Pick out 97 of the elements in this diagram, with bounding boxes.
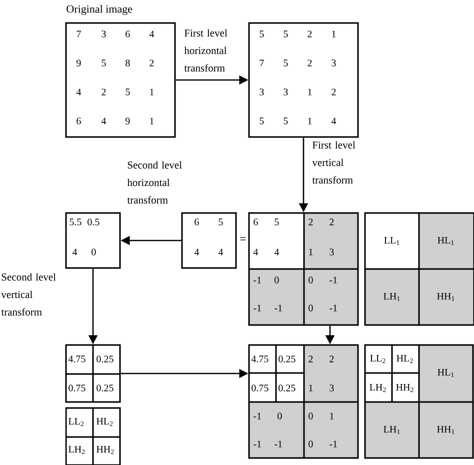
matrix-value: LL$_{2}$ xyxy=(68,418,84,426)
matrix-value: 0.25 xyxy=(278,384,296,392)
matrix-value: 4 xyxy=(218,248,224,256)
matrix-value: -1 xyxy=(254,304,261,312)
matrix-value: 7 xyxy=(76,30,81,38)
matrix-value: 1 xyxy=(308,88,312,96)
matrix-value: 3 xyxy=(284,88,288,96)
matrix-value: 5 xyxy=(284,60,288,66)
matrix-value: 5 xyxy=(102,60,106,66)
matrix-value: 6 xyxy=(254,218,258,226)
matrix-value: HL$_{2}$ xyxy=(96,418,113,426)
matrix-value: 1 xyxy=(150,118,154,124)
matrix-value: LH$_{2}$ xyxy=(68,446,85,454)
matrix-value: 3 xyxy=(330,248,334,256)
matrix-value: 3 xyxy=(330,384,334,392)
matrix-value: 2 xyxy=(330,218,334,226)
matrix-value: 6 xyxy=(126,30,130,38)
matrix-value: 2 xyxy=(150,60,154,66)
subband-label: HL$_{1}$ xyxy=(438,236,454,246)
subband-label: HL$_{1}$ xyxy=(438,368,454,378)
matrix-value: -1 xyxy=(274,440,282,448)
matrix-value: -1 xyxy=(254,412,261,420)
matrix-value: 5 xyxy=(218,218,223,226)
matrix-value: 0.25 xyxy=(96,356,114,362)
edge-label: Second level vertical transform xyxy=(1,273,56,316)
matrix-value: 2 xyxy=(308,60,312,66)
matrix-value: 4 xyxy=(194,248,200,256)
matrix-value: 4 xyxy=(274,248,280,256)
matrix-value: 1 xyxy=(150,88,154,96)
matrix-value: 3 xyxy=(332,60,336,66)
matrix-value: -1 xyxy=(330,440,337,448)
matrix-value: HH$_{2}$ xyxy=(96,446,114,454)
matrix-value: 0 xyxy=(308,440,313,448)
matrix-value: 4.75 xyxy=(68,356,86,362)
matrix-value: 7 xyxy=(260,60,264,66)
matrix-value: 5 xyxy=(284,30,288,38)
matrix-value: 5 xyxy=(260,30,264,38)
matrix-value: 6 xyxy=(76,118,81,124)
matrix-value: 2 xyxy=(308,30,312,38)
matrix-value: 0 xyxy=(278,412,282,420)
matrix-value: 5 xyxy=(284,118,288,124)
matrix-value: 9 xyxy=(126,118,130,124)
matrix-value: 4 xyxy=(253,248,258,256)
subband-label: LL$_{1}$ xyxy=(384,236,400,246)
matrix-value: 4 xyxy=(149,30,154,38)
matrix-value: 1 xyxy=(330,412,334,420)
matrix-value: 1 xyxy=(309,248,313,256)
matrix-value: 2 xyxy=(308,218,313,226)
subband-label: LH$_{2}$ xyxy=(370,384,386,392)
matrix-value: 5 xyxy=(260,118,264,124)
matrix-value: 0 xyxy=(308,412,313,420)
matrix-value: 5.5 xyxy=(70,218,82,226)
equals-sign: = xyxy=(240,237,246,240)
matrix-value: 4 xyxy=(76,88,82,96)
matrix-value: 5 xyxy=(274,218,279,226)
matrix-value: 0 xyxy=(308,304,313,312)
matrix-value: 1 xyxy=(308,118,312,124)
edge-label: First level vertical transform xyxy=(312,141,356,184)
matrix-value: 2 xyxy=(308,356,313,362)
subband-label: HH$_{1}$ xyxy=(437,426,454,434)
matrix-value: 0.5 xyxy=(88,218,100,226)
subband-label: HH$_{1}$ xyxy=(437,292,454,302)
matrix-value: 0.75 xyxy=(252,384,268,392)
image-title: Original image xyxy=(66,5,132,15)
matrix-value: 8 xyxy=(126,60,130,66)
matrix-value: 0.25 xyxy=(96,384,114,392)
matrix-value: 9 xyxy=(76,60,81,66)
subband-label: LL$_{2}$ xyxy=(370,354,386,364)
matrix-value: -1 xyxy=(254,440,261,448)
matrix-value: 4.75 xyxy=(251,356,268,362)
matrix-value: 0 xyxy=(308,276,313,284)
matrix-value: 0.75 xyxy=(68,384,86,392)
subband-label: LH$_{1}$ xyxy=(384,292,400,302)
edge-label: Second level horizontal transform xyxy=(127,161,182,204)
matrix-value: 2 xyxy=(332,88,336,96)
matrix-value: 0 xyxy=(274,276,279,284)
edge-label: First level horizontal transform xyxy=(184,29,228,72)
subband-label: HH$_{2}$ xyxy=(396,384,414,392)
matrix-value: -1 xyxy=(330,276,337,284)
matrix-value: 4 xyxy=(331,118,336,124)
matrix-value: 0 xyxy=(92,248,96,256)
matrix-value: 4 xyxy=(72,248,78,256)
matrix-value: 3 xyxy=(260,88,264,96)
matrix-value: 1 xyxy=(309,384,313,392)
subband-label: LH$_{1}$ xyxy=(384,426,400,434)
matrix-value: 0.25 xyxy=(278,356,296,362)
matrix-value: 6 xyxy=(194,218,199,226)
matrix-value: 3 xyxy=(102,30,106,38)
matrix-value: 4 xyxy=(101,118,106,124)
matrix-value: 2 xyxy=(330,356,334,362)
matrix-value: -1 xyxy=(274,304,282,312)
subband-label: HL$_{2}$ xyxy=(396,354,413,364)
matrix-value: -1 xyxy=(254,276,261,284)
matrix-value: -1 xyxy=(330,304,337,312)
matrix-value: 2 xyxy=(102,88,106,96)
matrix-value: 1 xyxy=(332,30,336,38)
matrix-value: 5 xyxy=(126,88,130,96)
